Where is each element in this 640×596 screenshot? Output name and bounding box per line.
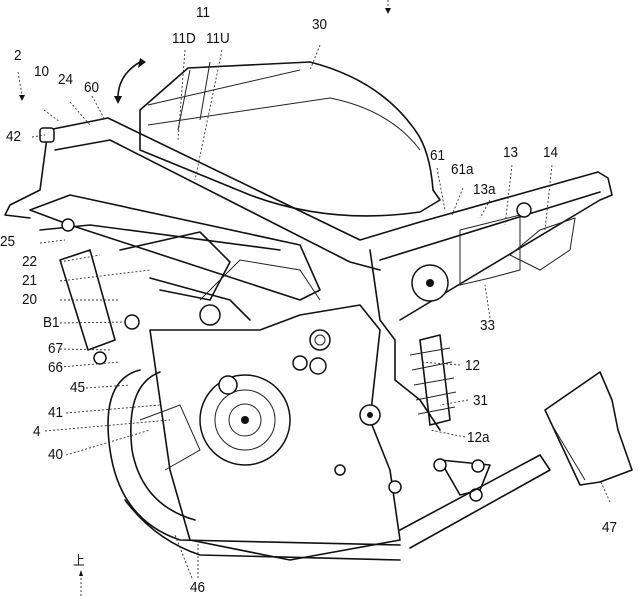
ref-label-14: 14 [543, 144, 559, 161]
ref-label-13a: 13a [473, 181, 496, 198]
ref-label-20: 20 [22, 291, 38, 308]
ref-label-40: 40 [48, 446, 64, 463]
ref-label-11: 11 [196, 4, 211, 21]
engine [149, 259, 401, 561]
ref-label-46: 46 [190, 579, 206, 596]
ref-label-31: 31 [473, 392, 489, 409]
leader-lines [31, 44, 611, 579]
ref-label-25: 25 [0, 233, 16, 250]
rear-shock [409, 334, 457, 426]
ref-label-45: 45 [70, 379, 86, 396]
fuel-tank [139, 61, 441, 217]
ref-label-B1: B1 [43, 314, 60, 331]
ref-label-61: 61 [430, 147, 446, 164]
arrowhead-top [385, 8, 391, 14]
ref-label-10: 10 [34, 63, 50, 80]
ref-label-12a: 12a [467, 429, 490, 446]
ref-label-2: 2 [14, 47, 22, 64]
ref-arrow-2 [17, 71, 23, 96]
ref-label-11D: 11D [172, 30, 196, 47]
ref-label-4: 4 [33, 423, 41, 440]
ref-label-11U: 11U [206, 30, 230, 47]
ref-label-30: 30 [312, 16, 328, 33]
ref-label-67: 67 [48, 340, 64, 357]
ref-label-13: 13 [503, 144, 519, 161]
ref-label-41: 41 [48, 404, 64, 421]
ref-label-47: 47 [602, 519, 618, 536]
ref-label-66: 66 [48, 359, 64, 376]
ref-label-12: 12 [465, 357, 481, 374]
arrowhead-2 [19, 95, 25, 101]
up-arrow-icon [79, 570, 83, 576]
pivot-arrow [114, 58, 146, 104]
ref-label-22: 22 [22, 253, 38, 270]
ref-label-42: 42 [6, 128, 22, 145]
front-shock [59, 218, 251, 365]
main-frame [4, 117, 613, 431]
ref-label-61a: 61a [451, 161, 474, 178]
ref-label-60: 60 [84, 79, 100, 96]
rear-bracket [411, 202, 576, 302]
swingarm-linkage [388, 454, 551, 549]
exhaust-pipes [107, 369, 401, 561]
muffler [544, 371, 633, 486]
direction-marker-up: 上 [73, 553, 85, 568]
ref-label-24: 24 [58, 71, 74, 88]
ref-label-21: 21 [22, 272, 38, 289]
ref-label-33: 33 [480, 317, 496, 334]
